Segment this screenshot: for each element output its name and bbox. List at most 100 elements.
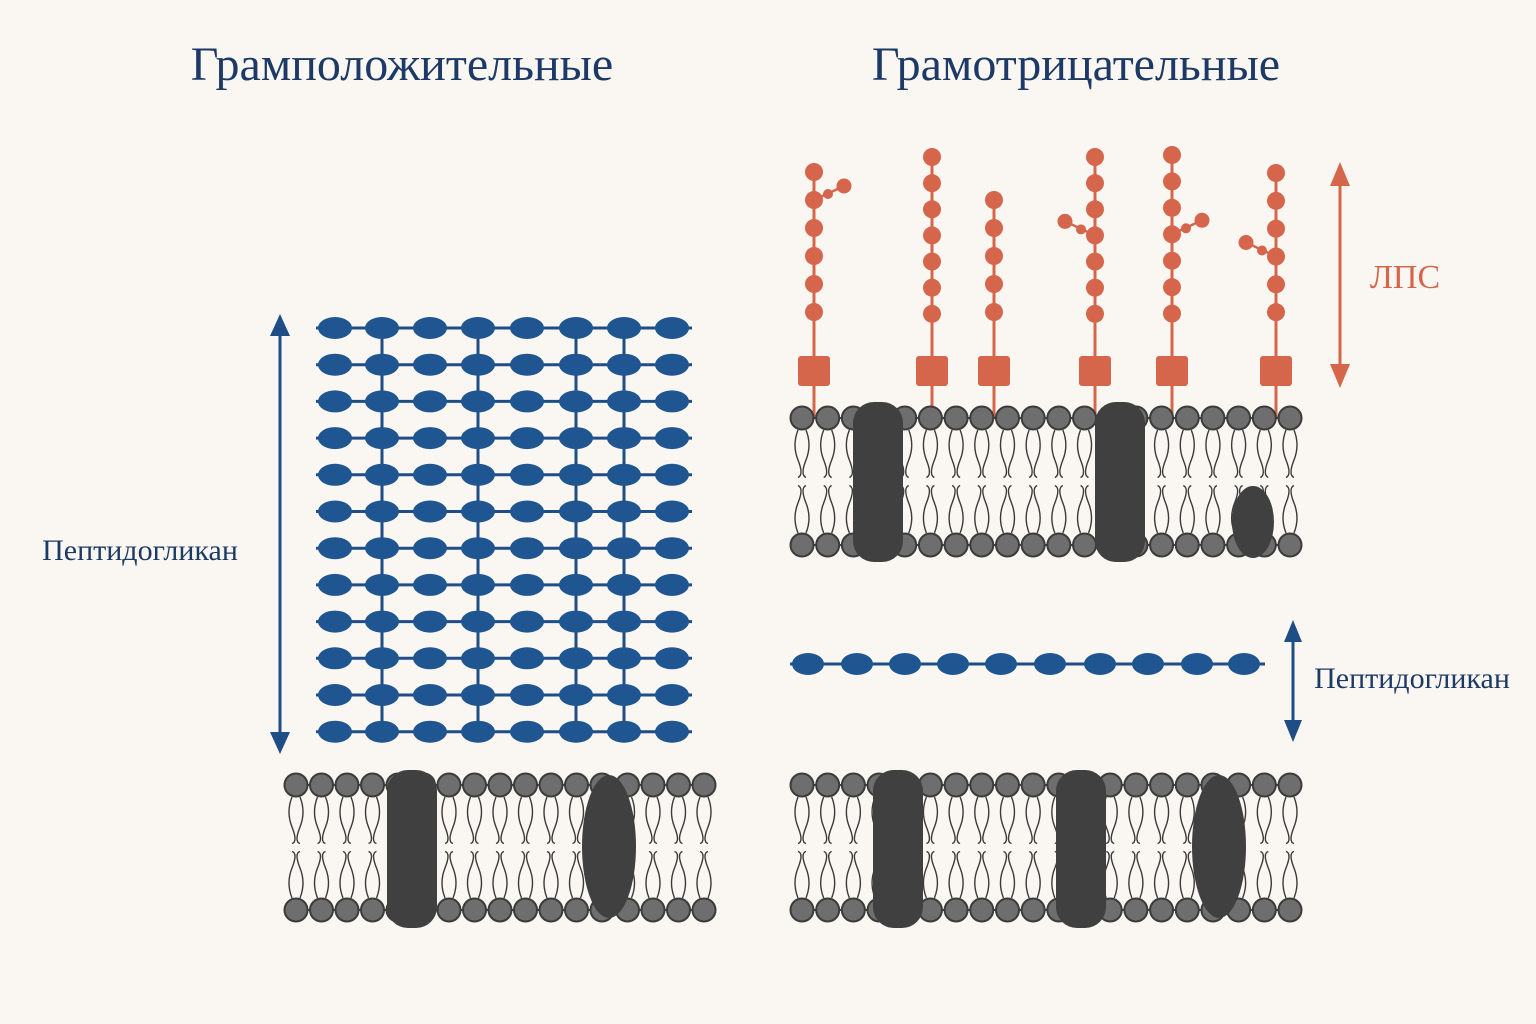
phospholipid-head [1251, 772, 1277, 798]
fatty-acid-tail [1179, 429, 1187, 479]
fatty-acid-tail [948, 484, 956, 534]
fatty-acid-tail [1007, 796, 1016, 845]
phospholipid-head [1277, 532, 1303, 558]
sugar-unit [365, 573, 399, 596]
sugar-unit [365, 647, 399, 670]
fatty-acid-tail [568, 796, 577, 845]
o-antigen-sugar [805, 163, 823, 181]
fatty-acid-tail [474, 850, 483, 899]
fatty-acid-tail [1153, 484, 1162, 534]
sugar-unit [510, 427, 544, 450]
o-antigen-sugar [923, 226, 941, 245]
sugar-unit [461, 463, 495, 486]
fatty-acid-tail [930, 850, 939, 899]
o-antigen-sugar [1086, 174, 1104, 193]
fatty-acid-tail [1110, 850, 1118, 899]
phospholipid-head [840, 897, 866, 923]
fatty-acid-tail [802, 796, 810, 845]
sugar-unit [318, 610, 352, 633]
fatty-acid-tail [845, 429, 854, 479]
sugar-unit [655, 647, 689, 670]
fatty-acid-tail [347, 796, 355, 845]
o-antigen-sugar [1163, 146, 1181, 164]
fatty-acid-tail [500, 796, 508, 845]
sugar-unit [461, 684, 495, 706]
phospholipid-head [1226, 405, 1252, 431]
fatty-acid-tail [1153, 796, 1162, 845]
o-antigen-sugar [923, 304, 941, 323]
phospholipid-head [789, 532, 815, 558]
o-antigen-sugar [1257, 245, 1267, 256]
sugar-unit [461, 537, 495, 560]
fatty-acid-tail [670, 850, 679, 899]
sugar-unit [1034, 653, 1066, 675]
double-headed-arrow-icon [1284, 620, 1302, 742]
sugar-unit [510, 537, 544, 560]
fatty-acid-tail [794, 796, 802, 845]
sugar-unit [318, 463, 352, 486]
sugar-unit [607, 573, 641, 596]
o-antigen-sugar [1163, 172, 1181, 191]
fatty-acid-tail [313, 850, 322, 899]
sugar-unit [607, 684, 641, 706]
sugar-unit [559, 427, 593, 450]
fatty-acid-tail [1161, 429, 1170, 479]
lps-molecule [1057, 148, 1111, 418]
sugar-unit [985, 653, 1017, 675]
fatty-acid-tail [543, 850, 551, 899]
inner-membrane-gram-negative [789, 770, 1303, 928]
phospholipid-head [1277, 897, 1303, 923]
membrane-protein [1192, 775, 1246, 918]
fatty-acid-tail [1025, 796, 1033, 845]
fatty-acid-tail [339, 850, 347, 899]
phospholipid-head [1123, 772, 1149, 798]
o-antigen-sugar [1086, 304, 1104, 323]
phospholipid-head [564, 772, 589, 798]
o-antigen-sugar [805, 303, 823, 321]
phospholipid-head [1046, 532, 1072, 558]
sugar-unit [318, 427, 352, 450]
phospholipid-head [640, 897, 666, 923]
fatty-acid-tail [678, 850, 687, 899]
sugar-unit [559, 390, 593, 413]
fatty-acid-tail [288, 850, 296, 899]
phospholipid-head [666, 772, 691, 798]
sugar-unit [413, 427, 447, 450]
fatty-acid-tail [1290, 429, 1298, 479]
phospholipid-head [1149, 532, 1175, 558]
fatty-acid-tail [1136, 850, 1144, 899]
sugar-unit [413, 573, 447, 596]
sugar-unit [318, 390, 352, 413]
o-antigen-sugar [1267, 275, 1285, 294]
fatty-acid-tail [653, 796, 661, 845]
sugar-unit [413, 353, 447, 376]
sugar-unit [510, 647, 544, 670]
fatty-acid-tail [819, 484, 828, 534]
phospholipid-head [309, 772, 334, 798]
sugar-unit [510, 684, 544, 706]
phospholipid-head [840, 772, 866, 798]
sugar-unit [559, 500, 593, 523]
fatty-acid-tail [321, 796, 330, 845]
fatty-acid-tail [982, 484, 990, 534]
fatty-acid-tail [827, 796, 836, 845]
fatty-acid-tail [372, 796, 381, 845]
o-antigen-sugar [805, 247, 823, 265]
sugar-unit [365, 317, 399, 339]
phospholipid-head [815, 772, 841, 798]
phospholipid-head [1174, 532, 1200, 558]
fatty-acid-tail [982, 796, 990, 845]
sugar-unit [655, 610, 689, 633]
fatty-acid-tail [517, 850, 526, 899]
sugar-unit [607, 610, 641, 633]
sugar-unit [559, 573, 593, 596]
fatty-acid-tail [492, 796, 500, 845]
phospholipid-head [1251, 897, 1277, 923]
fatty-acid-tail [696, 796, 704, 845]
phospholipid-head [943, 772, 969, 798]
lps-molecule [798, 163, 852, 418]
fatty-acid-tail [1282, 429, 1290, 479]
sugar-unit [318, 500, 352, 523]
fatty-acid-tail [845, 796, 854, 845]
phospholipid-head [943, 405, 969, 431]
